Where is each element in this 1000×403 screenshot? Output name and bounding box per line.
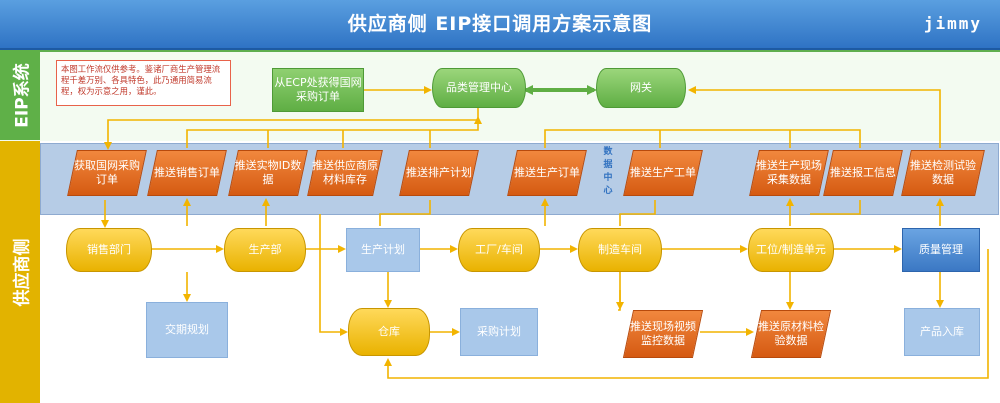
interface-push-test-data: 推送检测试验数据 [906,150,980,196]
sales-dept-node: 销售部门 [66,228,152,272]
diagram-title: 供应商侧 EIP接口调用方案示意图 [347,13,653,35]
warehouse-node: 仓库 [348,308,430,356]
interface-push-site-data: 推送生产现场采集数据 [754,150,824,196]
ecp-source-box: 从ECP处获得国网采购订单 [272,68,364,112]
push-material-check-node: 推送原材料检验数据 [756,310,826,358]
title-bar [0,0,1000,50]
interface-push-production-order: 推送生产订单 [512,150,582,196]
disclaimer-note: 本图工作流仅供参考。鉴诸厂商生产管理流程千差万别、各具特色，此乃通用简易流程，权… [56,60,231,106]
data-center-label: 数据中心 [603,147,613,196]
workshop-node: 制造车间 [578,228,662,272]
interface-get-order: 获取国网采购订单 [72,150,142,196]
production-dept-node: 生产部 [224,228,306,272]
push-video-data-node: 推送现场视频监控数据 [628,310,698,358]
purchase-plan-node: 采购计划 [460,308,538,356]
quality-node: 质量管理 [902,228,980,272]
interface-push-schedule: 推送排产计划 [404,150,474,196]
interface-push-raw-material: 推送供应商原材料库存 [312,150,378,196]
delivery-plan-node: 交期规划 [146,302,228,358]
work-unit-node: 工位/制造单元 [748,228,834,272]
production-plan-node: 生产计划 [346,228,420,272]
factory-node: 工厂/车间 [458,228,540,272]
gateway-node: 网关 [596,68,686,108]
interface-push-work-order: 推送生产工单 [628,150,698,196]
eip-lane-label: EIP系统 [0,50,40,140]
category-center-node: 品类管理中心 [432,68,526,108]
supply-lane-label: 供应商侧 [0,141,40,403]
product-stock-node: 产品入库 [904,308,980,356]
interface-push-id-data: 推送实物ID数据 [233,150,303,196]
interface-push-report: 推送报工信息 [828,150,898,196]
author-label: jimmy [923,14,982,33]
interface-push-sales-order: 推送销售订单 [152,150,222,196]
